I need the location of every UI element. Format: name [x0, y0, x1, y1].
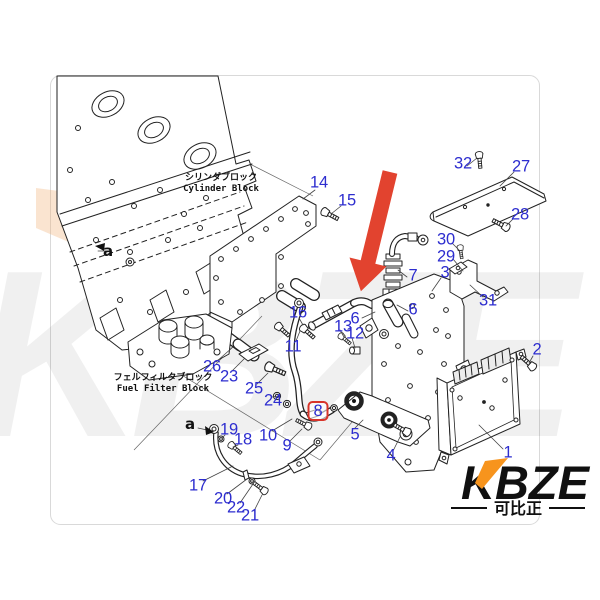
callout-15[interactable]: 15	[338, 191, 356, 210]
callout-2[interactable]: 2	[532, 340, 542, 359]
overflow-hose-drawing	[209, 424, 323, 485]
mount-bracket-drawing	[209, 195, 320, 409]
fuel-filter-block-drawing	[127, 313, 233, 381]
detail-arrow-top	[95, 243, 105, 251]
cylinder-block-label-jp: シリンダブロック	[184, 173, 258, 183]
brand-logo: KBZE 可比正	[451, 456, 591, 518]
callout-11[interactable]: 11	[284, 337, 302, 356]
callout-14[interactable]: 14	[310, 173, 328, 192]
callout-29[interactable]: 29	[437, 247, 455, 266]
fuel-hose-drawing	[288, 298, 307, 418]
callout-6[interactable]: 6	[350, 309, 360, 328]
construction-lines	[101, 161, 429, 461]
callout-12[interactable]: 12	[346, 324, 364, 343]
callout-18[interactable]: 18	[234, 430, 252, 449]
callout-20[interactable]: 20	[214, 489, 232, 508]
callout-26[interactable]: 26	[203, 357, 221, 376]
callout-25[interactable]: 25	[245, 379, 263, 398]
red-arrow	[349, 170, 398, 292]
cylinder-block-label-en: Cylinder Block	[183, 183, 259, 194]
callout-19[interactable]: 19	[220, 420, 238, 439]
callout-13[interactable]: 13	[334, 317, 352, 336]
callout-8[interactable]: 8	[307, 401, 329, 421]
fuel-filter-block-label-en: Fuel Filter Block	[116, 383, 210, 394]
ecu-drawing	[436, 347, 527, 465]
cover-plate-drawing	[429, 176, 547, 237]
callout-21[interactable]: 21	[241, 506, 259, 525]
callout-22[interactable]: 22	[227, 498, 245, 517]
brand-subtext: 可比正	[494, 499, 542, 518]
callout-4[interactable]: 4	[386, 446, 396, 465]
callout-3[interactable]: 3	[440, 263, 450, 282]
callout-28[interactable]: 28	[511, 205, 529, 224]
callout-6[interactable]: 6	[408, 300, 418, 319]
callout-30[interactable]: 30	[437, 230, 455, 249]
fuel-filter-block-label: フェルフィルタブロック Fuel Filter Block	[114, 373, 213, 394]
callout-1[interactable]: 1	[503, 443, 513, 462]
callout-7[interactable]: 7	[408, 266, 418, 285]
callout-17[interactable]: 17	[189, 476, 207, 495]
callout-23[interactable]: 23	[220, 367, 238, 386]
leader-lines	[97, 157, 534, 512]
detail-marker-a-1: a	[102, 242, 114, 260]
callout-27[interactable]: 27	[512, 157, 530, 176]
plug-drawing	[349, 346, 361, 355]
callout-10[interactable]: 10	[259, 426, 277, 445]
callout-16[interactable]: 16	[289, 303, 307, 322]
fuel-filter-block-label-jp: フェルフィルタブロック	[113, 373, 213, 383]
callout-5[interactable]: 5	[350, 425, 360, 444]
detail-marker-a-2: a	[184, 415, 196, 433]
callout-32[interactable]: 32	[454, 154, 472, 173]
callout-24[interactable]: 24	[264, 391, 282, 410]
detail-arrow-bottom	[205, 426, 214, 435]
cylinder-block-label: シリンダブロック Cylinder Block	[183, 173, 259, 194]
brand-accent-slash	[475, 458, 508, 489]
callout-31[interactable]: 31	[479, 291, 497, 310]
callout-9[interactable]: 9	[282, 436, 292, 455]
